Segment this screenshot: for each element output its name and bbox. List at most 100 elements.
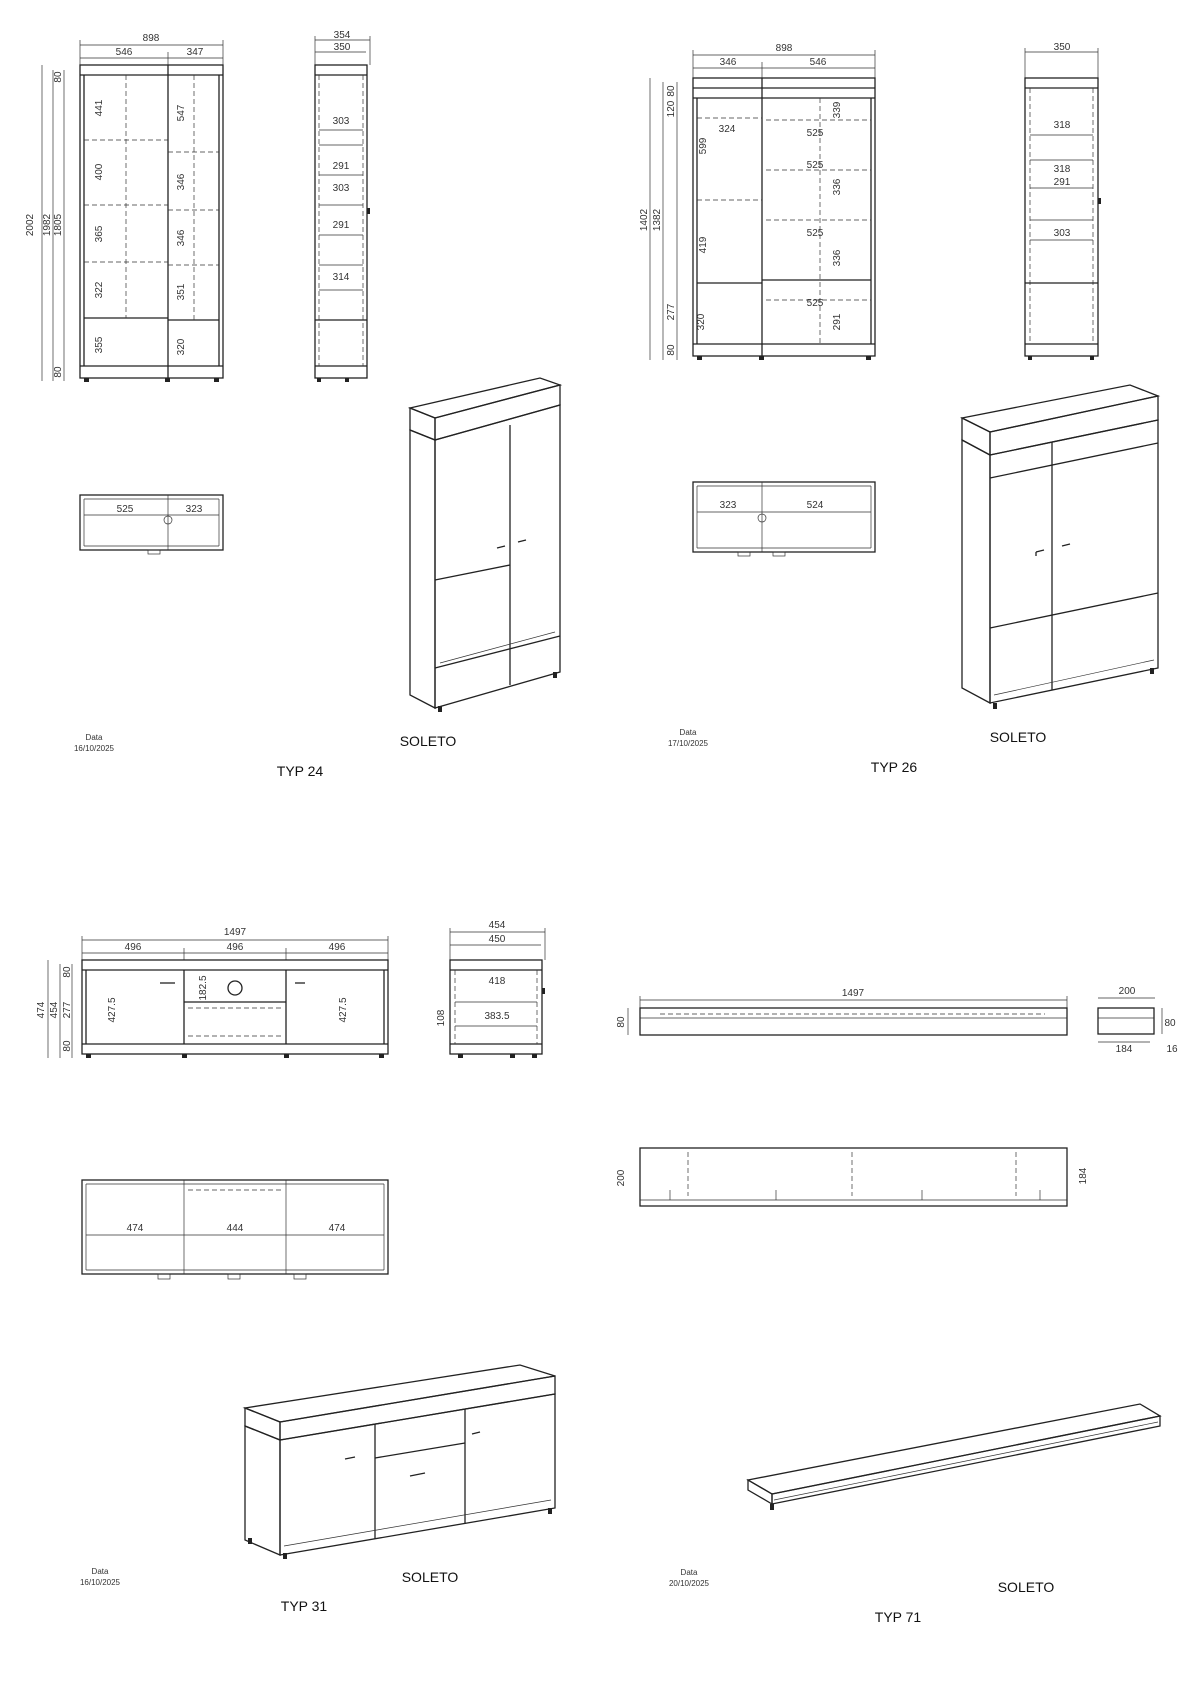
typ24-front-view: 898 546 347 2002 1982 1805 80 80 441 400… bbox=[25, 33, 224, 382]
typ31-type: TYP 31 bbox=[281, 1598, 328, 1614]
typ71-isometric-view bbox=[746, 1403, 1162, 1510]
typ31-section-3: 496 bbox=[329, 942, 346, 953]
typ31-front-view: 1497 496 496 496 474 454 80 277 80 427.5… bbox=[36, 927, 389, 1058]
typ26-width-total: 898 bbox=[776, 43, 793, 54]
typ26-isometric-view bbox=[960, 384, 1161, 709]
typ24-side-shelf-4: 291 bbox=[333, 220, 350, 231]
typ24-date-label: Data bbox=[86, 733, 103, 742]
typ24-isometric-view bbox=[407, 377, 563, 712]
typ26-right-depth-4: 525 bbox=[807, 298, 824, 309]
typ31-side-shelf-1: 418 bbox=[489, 976, 506, 987]
typ31-brand: SOLETO bbox=[402, 1569, 459, 1585]
typ24-top-height: 80 bbox=[53, 71, 64, 83]
typ24-type: TYP 24 bbox=[277, 763, 324, 779]
typ24-date: 16/10/2025 bbox=[74, 744, 115, 753]
typ26-left-dim-4: 419 bbox=[698, 236, 709, 253]
typ26-plan-right: 524 bbox=[807, 500, 824, 511]
typ31-plan-1: 474 bbox=[127, 1223, 144, 1234]
typ26-right-depth-2: 525 bbox=[807, 160, 824, 171]
typ24-right-shelf-3: 346 bbox=[176, 229, 187, 246]
typ26-width-left: 346 bbox=[720, 57, 737, 68]
typ24-left-shelf-2: 400 bbox=[94, 163, 105, 180]
typ26-height-total: 1402 bbox=[639, 208, 650, 231]
typ24-height-inner: 1982 bbox=[42, 213, 53, 236]
typ26-side-width: 350 bbox=[1054, 42, 1071, 53]
typ24-plan-left: 525 bbox=[117, 504, 134, 515]
typ26-left-inner-2: 320 bbox=[696, 313, 707, 330]
typ31-width-total: 1497 bbox=[224, 927, 247, 938]
typ31-plan-view: 474 444 474 bbox=[81, 1179, 389, 1280]
typ71-plan-view: 200 184 bbox=[616, 1147, 1089, 1207]
typ31-side-view: 454 450 418 383.5 108 bbox=[436, 920, 546, 1058]
typ71-date: 20/10/2025 bbox=[669, 1579, 710, 1588]
typ24-left-shelf-5: 355 bbox=[94, 336, 105, 353]
typ31-plan-2: 444 bbox=[227, 1223, 244, 1234]
typ31-side-shelf-2: 383.5 bbox=[484, 1011, 509, 1022]
typ31-height-total: 474 bbox=[36, 1001, 47, 1018]
typ24-right-shelf-4: 351 bbox=[176, 283, 187, 300]
typ24-width-right: 347 bbox=[187, 47, 204, 58]
typ26-front-view: 898 346 546 1402 1382 80 120 599 419 277… bbox=[639, 43, 876, 360]
typ24-side-inner: 350 bbox=[334, 42, 351, 53]
typ31-door-height-left: 427.5 bbox=[107, 997, 118, 1022]
typ31-date-label: Data bbox=[92, 1567, 109, 1576]
typ24-left-shelf-4: 322 bbox=[94, 281, 105, 298]
typ71-brand: SOLETO bbox=[998, 1579, 1055, 1595]
typ26-right-height-4: 291 bbox=[832, 313, 843, 330]
typ26-side-shelf-3: 291 bbox=[1054, 177, 1071, 188]
typ24-height-mid: 1805 bbox=[53, 213, 64, 236]
typ71-type: TYP 71 bbox=[875, 1609, 922, 1625]
typ26-left-dim-6: 80 bbox=[666, 344, 677, 356]
typ24-side-shelf-1: 303 bbox=[333, 116, 350, 127]
typ26-brand: SOLETO bbox=[990, 729, 1047, 745]
typ31-door-height-right: 427.5 bbox=[338, 997, 349, 1022]
typ24-plan-view: 525 323 bbox=[79, 494, 224, 555]
typ26-height-inner: 1382 bbox=[652, 208, 663, 231]
typ31-side-outer: 454 bbox=[489, 920, 506, 931]
typ26-left-dim-1: 80 bbox=[666, 85, 677, 97]
typ26-left-dim-3: 599 bbox=[698, 137, 709, 154]
typ71-width: 1497 bbox=[842, 988, 865, 999]
typ24-height-total: 2002 bbox=[25, 213, 36, 236]
typ24-bottom-height: 80 bbox=[53, 366, 64, 378]
typ26-side-shelf-2: 318 bbox=[1054, 164, 1071, 175]
typ24-brand: SOLETO bbox=[400, 733, 457, 749]
typ26-right-depth-3: 525 bbox=[807, 228, 824, 239]
typ71-side-bottom: 184 bbox=[1116, 1044, 1133, 1055]
typ24-width-left: 546 bbox=[116, 47, 133, 58]
typ26-right-height-1: 339 bbox=[832, 101, 843, 118]
typ31-section-1: 496 bbox=[125, 942, 142, 953]
typ71-date-label: Data bbox=[681, 1568, 698, 1577]
typ26-side-view: 350 318 318 291 303 bbox=[1024, 42, 1101, 360]
typ31-drawer-height: 182.5 bbox=[198, 975, 209, 1000]
typ71-height: 80 bbox=[616, 1016, 627, 1028]
typ71-plan-right: 184 bbox=[1078, 1167, 1089, 1184]
typ71-side-height: 80 bbox=[1164, 1018, 1176, 1029]
typ71-side-right: 16 bbox=[1166, 1044, 1178, 1055]
typ26-width-right: 546 bbox=[810, 57, 827, 68]
typ26-date: 17/10/2025 bbox=[668, 739, 709, 748]
typ31-side-inner: 450 bbox=[489, 934, 506, 945]
typ26-right-height-3: 336 bbox=[832, 249, 843, 266]
typ71-front-view: 1497 80 bbox=[616, 988, 1068, 1036]
typ31-isometric-view bbox=[242, 1364, 556, 1559]
typ24-right-shelf-2: 346 bbox=[176, 173, 187, 190]
typ24-side-shelf-2: 291 bbox=[333, 161, 350, 172]
typ24-right-shelf-1: 547 bbox=[176, 104, 187, 121]
typ71-side-top: 200 bbox=[1119, 986, 1136, 997]
typ31-section-2: 496 bbox=[227, 942, 244, 953]
typ26-side-shelf-4: 303 bbox=[1054, 228, 1071, 239]
typ31-left-dim-3: 80 bbox=[62, 1040, 73, 1052]
typ24-left-shelf-1: 441 bbox=[94, 99, 105, 116]
typ26-right-depth-1: 525 bbox=[807, 128, 824, 139]
typ71-plan-left: 200 bbox=[616, 1169, 627, 1186]
typ31-date: 16/10/2025 bbox=[80, 1578, 121, 1587]
typ26-left-inner-1: 324 bbox=[719, 124, 736, 135]
typ24-width-total: 898 bbox=[143, 33, 160, 44]
typ31-left-dim-1: 80 bbox=[62, 966, 73, 978]
typ24-side-outer: 354 bbox=[334, 30, 351, 41]
typ24-left-shelf-3: 365 bbox=[94, 225, 105, 242]
typ26-plan-view: 323 524 bbox=[692, 481, 876, 557]
typ24-plan-right: 323 bbox=[186, 504, 203, 515]
typ71-side-view: 200 80 184 16 bbox=[1097, 986, 1178, 1055]
